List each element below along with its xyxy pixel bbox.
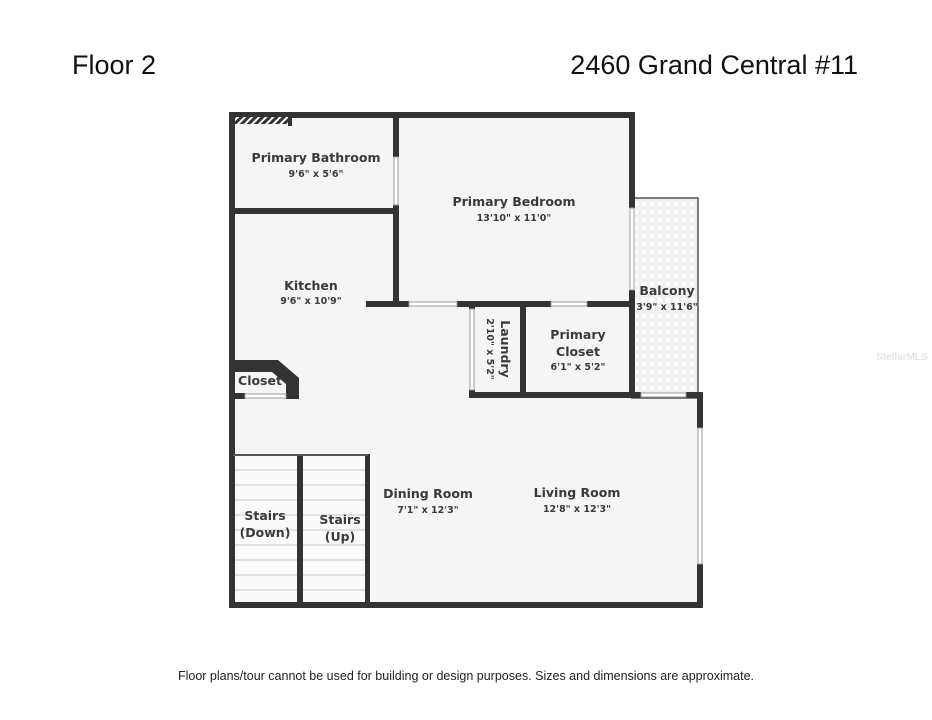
disclaimer: Floor plans/tour cannot be used for buil…: [177, 669, 755, 683]
room-primary-bedroom: Primary Bedroom 13'10" x 11'0": [452, 194, 575, 224]
svg-text:Dining Room: Dining Room: [383, 486, 473, 501]
svg-text:Primary Bedroom: Primary Bedroom: [452, 194, 575, 209]
svg-text:7'1" x 12'3": 7'1" x 12'3": [397, 505, 459, 516]
svg-text:3'9" x 11'6": 3'9" x 11'6": [636, 302, 698, 313]
room-balcony: Balcony 3'9" x 11'6": [636, 283, 698, 313]
svg-text:Stairs: Stairs: [244, 508, 285, 523]
room-primary-bathroom: Primary Bathroom 9'6" x 5'6": [252, 150, 381, 180]
svg-text:9'6" x 10'9": 9'6" x 10'9": [280, 296, 342, 307]
walls: [229, 112, 703, 608]
svg-text:Closet: Closet: [556, 344, 600, 359]
room-primary-closet: Primary Closet 6'1" x 5'2": [550, 327, 605, 373]
windows: [244, 156, 703, 565]
vent-hatch: [235, 117, 290, 124]
svg-text:Living Room: Living Room: [534, 485, 621, 500]
balcony-tiles: [631, 197, 699, 399]
svg-text:Closet: Closet: [238, 373, 282, 388]
floor-label: Floor 2: [72, 50, 157, 80]
svg-text:Stairs: Stairs: [319, 512, 360, 527]
svg-text:Laundry: Laundry: [498, 320, 513, 377]
svg-text:2'10" x 5'2": 2'10" x 5'2": [484, 318, 495, 380]
svg-text:12'8" x 12'3": 12'8" x 12'3": [543, 504, 611, 515]
svg-text:Kitchen: Kitchen: [284, 278, 338, 293]
room-kitchen: Kitchen 9'6" x 10'9": [280, 278, 342, 307]
svg-text:9'6" x 5'6": 9'6" x 5'6": [289, 169, 344, 180]
room-living-room: Living Room 12'8" x 12'3": [534, 485, 621, 515]
stairs-treads: [235, 456, 365, 602]
room-laundry: Laundry 2'10" x 5'2": [484, 318, 513, 380]
svg-text:Balcony: Balcony: [639, 283, 694, 298]
room-dining-room: Dining Room 7'1" x 12'3": [383, 486, 473, 516]
watermark: StellarMLS: [876, 352, 928, 363]
room-stairs-down: Stairs (Down): [240, 508, 291, 540]
svg-text:(Up): (Up): [325, 529, 356, 544]
svg-text:Primary: Primary: [550, 327, 605, 342]
svg-text:6'1" x 5'2": 6'1" x 5'2": [551, 362, 606, 373]
room-stairs-up: Stairs (Up): [319, 512, 360, 544]
address-label: 2460 Grand Central #11: [570, 50, 858, 80]
svg-text:(Down): (Down): [240, 525, 291, 540]
closet-wall: [231, 360, 299, 399]
svg-text:13'10" x 11'0": 13'10" x 11'0": [477, 213, 552, 224]
room-closet: Closet: [238, 373, 282, 388]
svg-text:Primary Bathroom: Primary Bathroom: [252, 150, 381, 165]
